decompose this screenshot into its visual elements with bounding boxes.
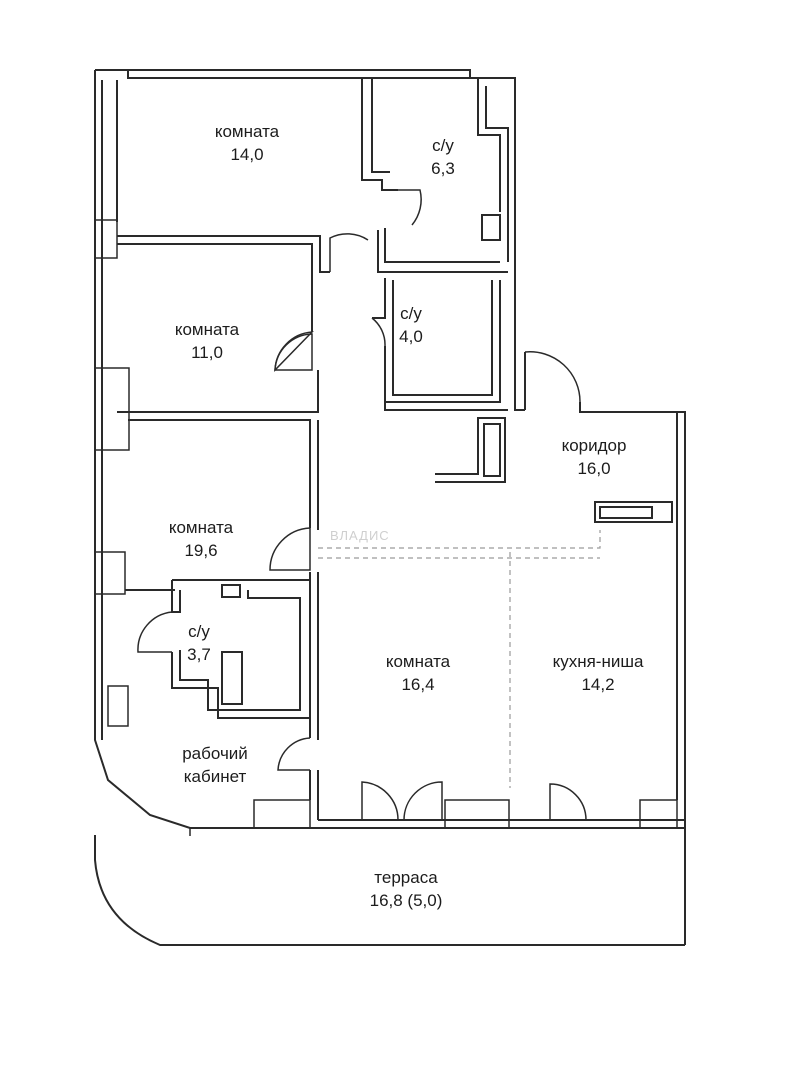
room-area: 14,2 — [581, 675, 615, 694]
room-label-room-2: комната 11,0 — [175, 318, 239, 364]
room-area: 19,6 — [184, 541, 218, 560]
room-label-terrace: терраса 16,8 (5,0) — [370, 866, 443, 912]
room-area: 11,0 — [191, 343, 223, 362]
door-swings — [137, 189, 587, 836]
room-name: с/у — [400, 304, 422, 323]
bathroom-3-walls — [171, 579, 310, 719]
room-area: 16,8 (5,0) — [369, 891, 443, 910]
bathroom-1-walls — [361, 78, 509, 273]
room-label-bath-2: с/у 4,0 — [399, 302, 423, 348]
watermark: ВЛАДИС — [330, 528, 390, 543]
room-name: комната — [214, 122, 280, 141]
room-label-room-3: комната 19,6 — [169, 516, 233, 562]
room-label-bath-3: с/у 3,7 — [187, 620, 211, 666]
room-name: комната — [168, 518, 234, 537]
room-name: кухня-ниша — [552, 652, 644, 671]
room-name: рабочий — [182, 744, 248, 763]
room-area: 16,4 — [401, 675, 435, 694]
room-label-room-1: комната 14,0 — [215, 120, 279, 166]
room-name: с/у — [188, 622, 210, 641]
terrace-wall-blocks — [253, 799, 678, 829]
room-area: 4,0 — [399, 327, 423, 346]
room-name: с/у — [432, 136, 454, 155]
left-windows — [94, 219, 130, 727]
room-label-kitchen: кухня-ниша 14,2 — [553, 650, 644, 696]
room-label-bath-1: с/у 6,3 — [431, 134, 455, 180]
room-area: 14,0 — [230, 145, 264, 164]
interior-walls — [116, 80, 330, 820]
outer-walls — [94, 69, 686, 946]
room-name: комната — [385, 652, 451, 671]
room-area: 16,0 — [577, 459, 611, 478]
room-label-room-4: комната 16,4 — [386, 650, 450, 696]
bathroom-2-walls — [372, 278, 508, 411]
room-name: комната — [174, 320, 240, 339]
room-area: 6,3 — [431, 159, 455, 178]
room-name: коридор — [561, 436, 627, 455]
zone-dividers — [318, 530, 601, 788]
room-label-corridor: коридор 16,0 — [562, 434, 627, 480]
shaft — [435, 417, 673, 523]
room-name-line-2: кабинет — [183, 767, 247, 786]
room-label-study: рабочий кабинет — [182, 742, 248, 788]
room-name: терраса — [374, 868, 438, 887]
room-area: 3,7 — [187, 645, 211, 664]
